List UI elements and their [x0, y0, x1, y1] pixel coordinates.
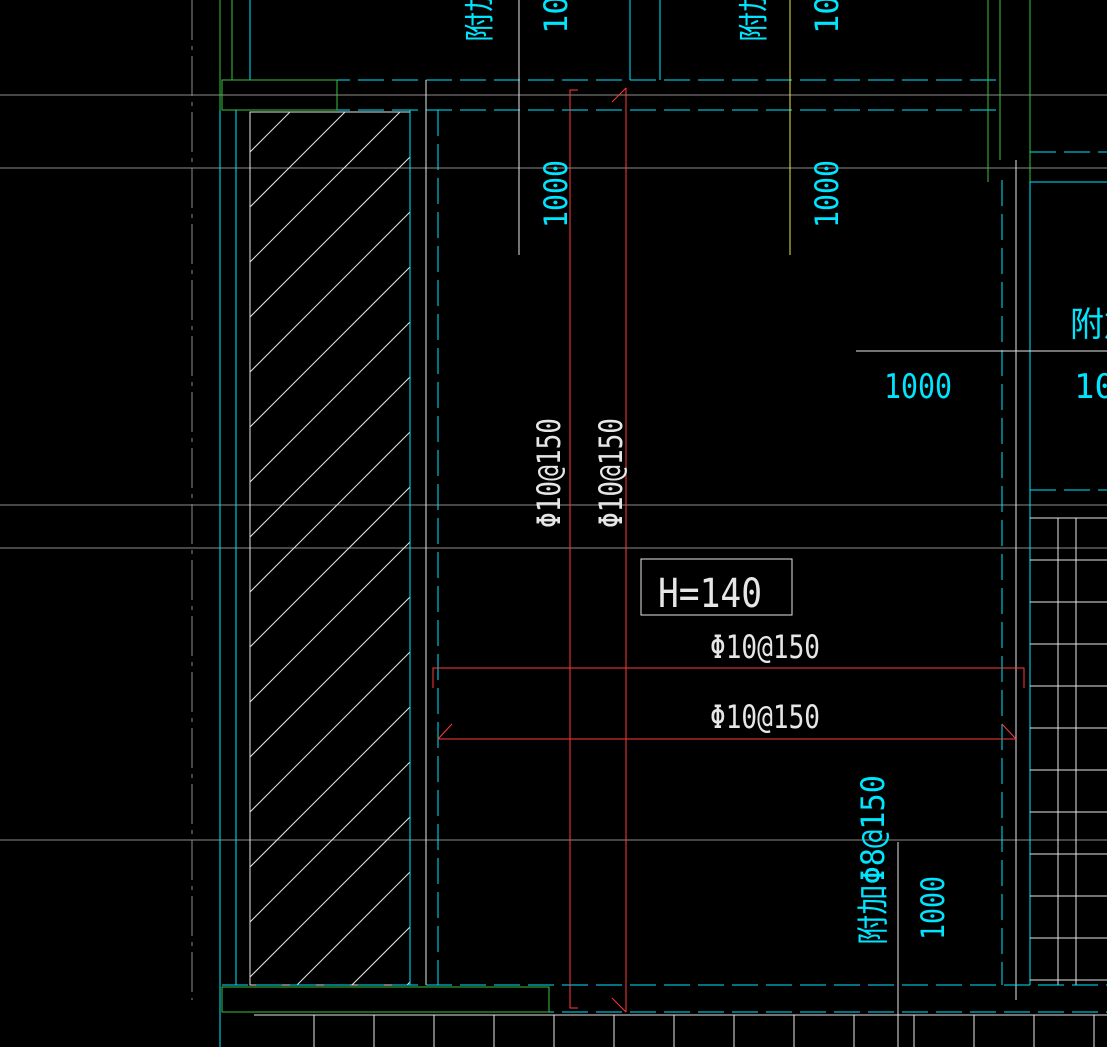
dim-right-horizontal: 1000 [884, 367, 952, 407]
top-beam [219, 0, 1000, 111]
vertical-rebar [569, 87, 627, 1013]
right-wall [987, 0, 1107, 1000]
top-mid-length-partial: 1000 [808, 0, 846, 34]
hatch-line [249, 761, 411, 923]
hatch-line [249, 596, 411, 758]
dim-right-horizontal-partial: 10 [1074, 367, 1107, 407]
bottom-beam [221, 984, 1107, 1047]
horizontal-rebar-label-top: Φ10@150 [710, 628, 820, 666]
extra-rebar-label: 附加Φ8@150 [854, 775, 892, 945]
slab-thickness-label: H=140 [658, 571, 762, 617]
hatch-line [249, 111, 401, 263]
hatch-line [249, 376, 411, 538]
vertical-rebar-label-2: Φ10@150 [592, 418, 630, 528]
hatch-line [249, 111, 291, 153]
horizontal-rebar-label-bottom: Φ10@150 [710, 698, 820, 736]
hatch-line [249, 111, 346, 208]
hatch-line [249, 706, 411, 868]
reference-lines [0, 0, 1107, 1000]
dim-mid-upper: 1000 [808, 160, 846, 228]
hatch-line [296, 871, 411, 986]
left-wall-hatch [219, 80, 439, 1047]
hatch-line [249, 541, 411, 703]
hatch-line [249, 211, 411, 373]
hatch-line [249, 156, 411, 318]
top-left-length-partial: 1000 [537, 0, 575, 34]
horizontal-rebar [432, 667, 1025, 740]
dim-bottom-right: 1000 [914, 876, 952, 940]
top-mid-extra-partial: 附加 [737, 0, 772, 42]
hatch-line [249, 321, 411, 483]
hatch-line [249, 816, 411, 978]
hatch-line [249, 486, 411, 648]
hatch-line [249, 431, 411, 593]
top-left-extra-partial: 附加 [463, 0, 498, 42]
right-extra-partial: 附加 [1070, 305, 1107, 345]
vertical-rebar-label-1: Φ10@150 [530, 418, 568, 528]
hatch-line [249, 651, 411, 813]
hatch-line [249, 266, 411, 428]
extra-rebar-leaders [518, 0, 1107, 1047]
dim-left-upper: 1000 [537, 160, 575, 228]
slab-thickness-box [640, 558, 793, 616]
hatch-line [351, 926, 411, 986]
